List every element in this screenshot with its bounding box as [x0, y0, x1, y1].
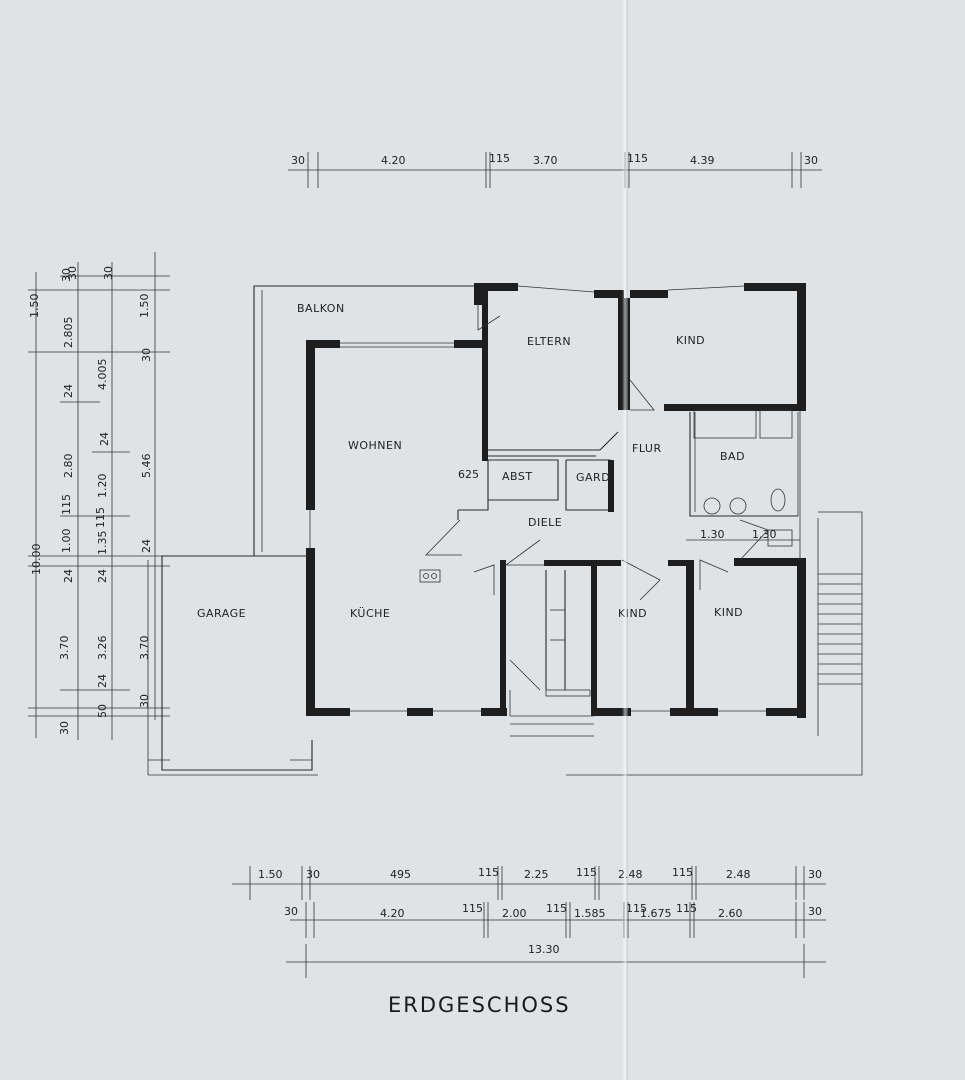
dim-text: 1.50: [138, 294, 151, 319]
top-dimension-line: 30 4.20 115 3.70 115 4.39 30: [288, 152, 822, 188]
dim-text: 24: [96, 569, 109, 583]
dim-text: 2.48: [726, 868, 751, 881]
dim-text: 30: [291, 154, 305, 167]
dim-text: 5.46: [140, 454, 153, 479]
dim-text: 115: [462, 902, 483, 915]
dim-text: 1.585: [574, 907, 606, 920]
dim-text: 30: [808, 905, 822, 918]
dim-text: 625: [458, 468, 479, 481]
dim-text: 115: [672, 866, 693, 879]
dim-text: 50: [96, 704, 109, 718]
room-label-abst: ABST: [502, 470, 533, 483]
windows: [309, 285, 801, 712]
dim-text: 115: [627, 152, 648, 165]
dim-text: 3.26: [96, 636, 109, 661]
garage: GARAGE: [147, 555, 318, 776]
dim-text: 2.80: [62, 454, 75, 479]
dim-text: 30: [66, 266, 79, 280]
dim-text: 115: [576, 866, 597, 879]
room-label-garage: GARAGE: [197, 607, 246, 620]
bottom-dimension-lines: 1.50 30 495 115 2.25 115 2.48 115 2.48 3…: [232, 866, 826, 978]
room-labels: ELTERN KIND WOHNEN FLUR BAD ABST GARD DI…: [348, 334, 777, 620]
dim-text: 2.60: [718, 907, 743, 920]
dim-text: 1.675: [640, 907, 672, 920]
room-label-eltern: ELTERN: [527, 335, 571, 348]
room-label-kueche: KÜCHE: [350, 607, 390, 620]
dim-text: 3.70: [138, 636, 151, 661]
dim-text: 4.39: [690, 154, 715, 167]
door-swings: [425, 305, 769, 601]
room-label-bad: BAD: [720, 450, 745, 463]
dim-text: 24: [62, 569, 75, 583]
dim-text: 24: [140, 539, 153, 553]
room-label-kind: KIND: [676, 334, 705, 347]
dim-text: 30: [804, 154, 818, 167]
dim-text: 24: [98, 432, 111, 446]
dim-text: 30: [808, 868, 822, 881]
dim-text: 115: [489, 152, 510, 165]
dim-text: 30: [138, 694, 151, 708]
balcony: BALKON: [253, 285, 474, 557]
stove-icon: [419, 569, 441, 583]
interior-walls: [457, 290, 804, 737]
dim-text: 4.005: [96, 359, 109, 391]
terrace-stairs: [566, 511, 863, 776]
dim-text: 10.00: [30, 544, 43, 576]
dim-text: 115: [626, 902, 647, 915]
dim-text: 3.70: [533, 154, 558, 167]
room-label-balkon: BALKON: [297, 302, 345, 315]
dim-text: 1.00: [60, 529, 73, 554]
dim-text: 24: [96, 674, 109, 688]
dim-text: 30: [284, 905, 298, 918]
dim-text: 1.50: [258, 868, 283, 881]
paper-fold: [622, 0, 628, 1080]
dim-text: 30: [60, 268, 73, 282]
left-dimension-lines: 10.00 1.50 30 3.70 30 2.805 24 2.80 115 …: [28, 252, 170, 740]
dim-text: 13.30: [528, 943, 560, 956]
dim-text: 2.25: [524, 868, 549, 881]
dim-text: 1.35: [96, 531, 109, 556]
dim-text: 2.00: [502, 907, 527, 920]
dim-text: 24: [62, 384, 75, 398]
dim-text: 495: [390, 868, 411, 881]
dim-text: 115: [478, 866, 499, 879]
plan-title: ERDGESCHOSS: [388, 993, 571, 1017]
room-label-diele: DIELE: [528, 516, 562, 529]
dim-text: 3.70: [58, 636, 71, 661]
dim-text: 115: [60, 494, 73, 515]
dim-text: 4.20: [381, 154, 406, 167]
dim-text: 4.20: [380, 907, 405, 920]
dim-text: 30: [306, 868, 320, 881]
dim-text: 30: [58, 721, 71, 735]
room-label-flur: FLUR: [632, 442, 662, 455]
dim-text: 1.30: [700, 528, 725, 541]
dim-text: 30: [140, 348, 153, 362]
room-label-gard: GARD: [576, 471, 610, 484]
dim-text: 115: [546, 902, 567, 915]
dim-text: 115: [676, 902, 697, 915]
dim-text: 1.50: [28, 294, 41, 319]
room-label-wohnen: WOHNEN: [348, 439, 402, 452]
dim-text: 30: [102, 266, 115, 280]
room-label-kind: KIND: [714, 606, 743, 619]
dim-text: 1.30: [752, 528, 777, 541]
dim-text: 115: [94, 507, 107, 528]
dim-text: 1.20: [96, 474, 109, 499]
dim-text: 2.805: [62, 317, 75, 349]
